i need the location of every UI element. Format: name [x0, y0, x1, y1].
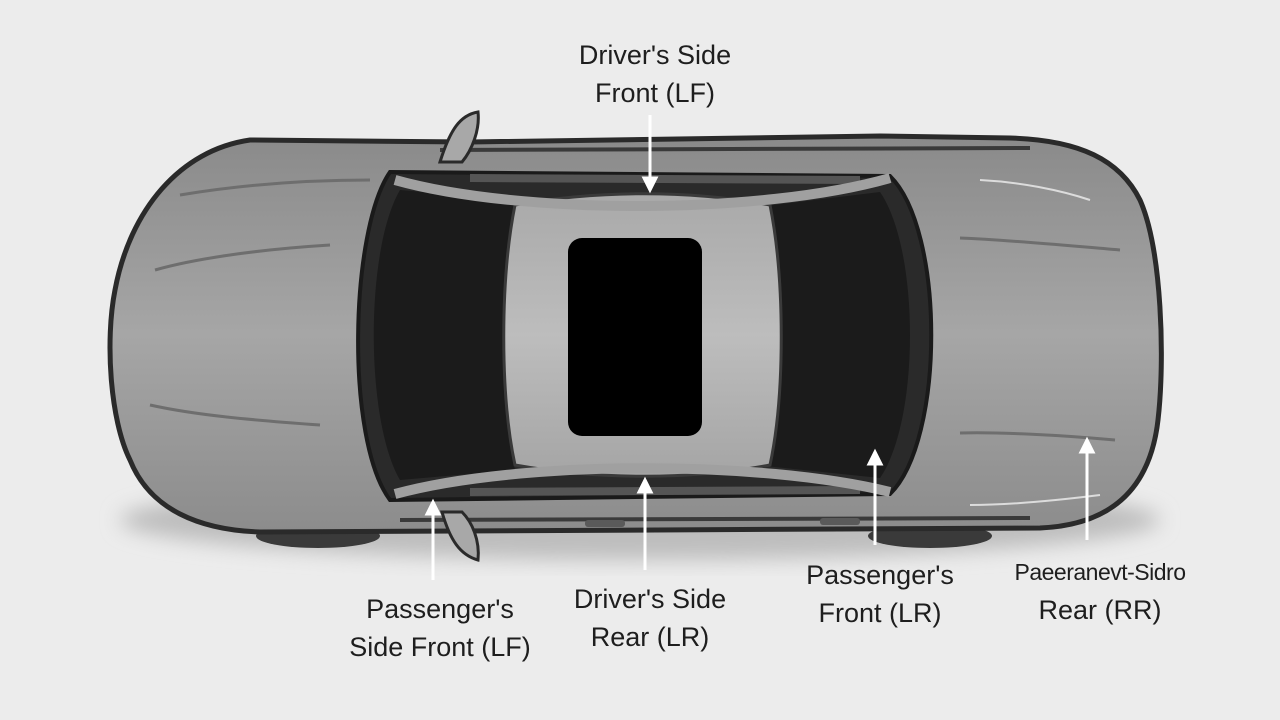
label-line: Passenger's — [806, 560, 954, 590]
side-rail-bottom — [399, 516, 1031, 522]
side-window-bottom — [469, 486, 861, 496]
mirror-top — [437, 110, 480, 164]
label-line: Paeeranevt-Sidro — [1014, 559, 1187, 585]
arrow-head — [866, 448, 884, 466]
label-passenger-side-front: Passenger's Side Front (LF) — [300, 590, 580, 666]
label-driver-side-rear: Driver's Side Rear (LR) — [510, 580, 790, 656]
label-line: Passenger's — [366, 594, 514, 624]
rear-window — [765, 192, 910, 478]
label-line: Driver's Side — [578, 40, 732, 70]
arrow-head — [1078, 436, 1096, 454]
callout-arrows — [424, 115, 1096, 580]
arrow-head — [641, 176, 659, 194]
windshield — [373, 190, 515, 480]
roof-edge-top — [393, 173, 892, 211]
label-line: Side Front (LF) — [349, 632, 531, 662]
roof-edge-bottom — [393, 463, 892, 499]
label-line: Rear (RR) — [1038, 595, 1162, 625]
mirror-bottom — [440, 510, 480, 562]
arrow-head — [636, 476, 654, 494]
label-driver-side-front: Driver's Side Front (LF) — [505, 36, 805, 112]
label-passenger-front-lr: Passenger's Front (LR) — [740, 556, 1020, 632]
label-line: Driver's Side — [573, 584, 727, 614]
side-window-top — [469, 174, 861, 184]
door-handle — [820, 518, 860, 525]
label-passenger-rear: Paeeranevt-Sidro Rear (RR) — [960, 553, 1240, 629]
label-line: Front (LF) — [594, 78, 715, 108]
sunroof — [568, 238, 702, 436]
door-handle — [585, 520, 625, 527]
label-line: Rear (LR) — [590, 622, 710, 652]
body-crease-lines — [149, 178, 1121, 442]
side-rail-top — [439, 146, 1031, 152]
label-line: Front (LR) — [818, 598, 942, 628]
arrow-head — [424, 498, 442, 516]
